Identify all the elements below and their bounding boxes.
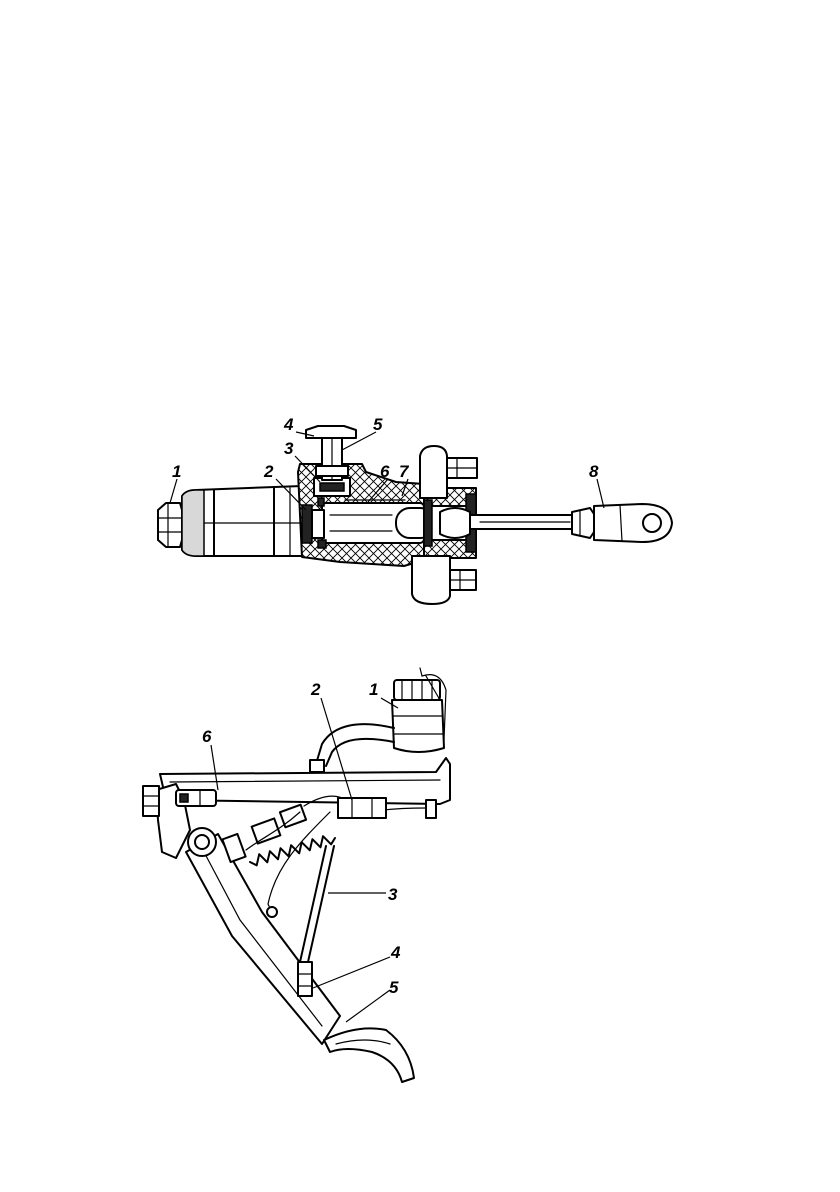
lower-mounting-stud xyxy=(412,556,476,604)
pedal-pad xyxy=(324,1028,414,1082)
top-callout-3: 3 xyxy=(284,439,294,458)
pedal-assembly-figure: 1 2 3 4 5 6 xyxy=(143,668,450,1082)
bottom-callout-6: 6 xyxy=(202,727,212,746)
clevis-eye xyxy=(594,504,672,542)
stop-rod xyxy=(300,846,334,962)
rod-fitting xyxy=(298,962,312,996)
bottom-callout-4: 4 xyxy=(390,943,401,962)
reservoir-hose xyxy=(310,724,394,772)
pedal-bracket xyxy=(160,758,450,818)
top-callout-1: 1 xyxy=(172,462,181,481)
top-callout-7: 7 xyxy=(399,462,410,481)
top-callout-6: 6 xyxy=(380,462,390,481)
top-callout-4: 4 xyxy=(283,415,294,434)
switch-connector xyxy=(176,790,216,806)
cylinder-body xyxy=(182,486,306,556)
bottom-callout-5: 5 xyxy=(389,978,399,997)
bottom-callout-1: 1 xyxy=(369,680,378,699)
bracket-master-cylinder xyxy=(338,798,386,818)
top-callout-5: 5 xyxy=(373,415,383,434)
bottom-callout-2: 2 xyxy=(310,680,321,699)
inlet-fitting xyxy=(158,503,182,547)
top-callout-2: 2 xyxy=(263,462,274,481)
clutch-pedal-lever xyxy=(186,828,340,1044)
master-cylinder-section-figure: 1 2 3 4 5 6 7 8 xyxy=(158,415,672,604)
fluid-reservoir xyxy=(392,668,446,752)
top-callout-8: 8 xyxy=(589,462,599,481)
push-rod xyxy=(470,508,594,538)
bottom-callout-3: 3 xyxy=(388,885,398,904)
